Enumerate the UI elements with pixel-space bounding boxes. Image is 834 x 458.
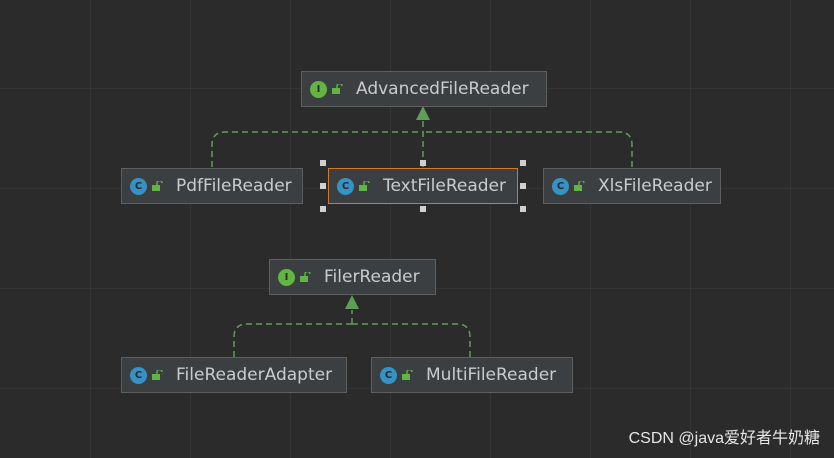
resize-handle-top-right[interactable] (520, 160, 526, 166)
edge-multi-to-filer (352, 323, 471, 357)
lock-icon (152, 181, 163, 191)
edge-adapter-to-filer (233, 323, 352, 357)
class-icon: C (337, 177, 354, 195)
resize-handle-top-left[interactable] (320, 160, 326, 166)
node-label: FilerReader (324, 267, 420, 287)
lock-icon (300, 272, 311, 282)
resize-handle-left[interactable] (320, 183, 326, 189)
resize-handle-right[interactable] (520, 183, 526, 189)
interface-icon: I (310, 80, 327, 98)
node-pdf-file-reader[interactable]: C PdfFileReader (121, 168, 303, 204)
lock-icon (152, 370, 163, 380)
node-label: TextFileReader (383, 176, 506, 196)
resize-handle-bottom-right[interactable] (520, 206, 526, 212)
edge-xls-to-advanced (423, 131, 633, 167)
lock-icon (332, 84, 343, 94)
edge-pdf-to-advanced (211, 131, 423, 167)
class-icon: C (130, 366, 147, 384)
node-label: FileReaderAdapter (176, 365, 333, 385)
node-filer-reader[interactable]: I FilerReader (269, 259, 436, 295)
arrowhead-advanced (416, 106, 430, 120)
class-icon: C (130, 177, 147, 195)
resize-handle-bottom[interactable] (420, 206, 426, 212)
node-file-reader-adapter[interactable]: C FileReaderAdapter (121, 357, 347, 393)
class-icon: C (552, 177, 569, 195)
lock-icon (402, 370, 413, 380)
node-label: MultiFileReader (426, 365, 557, 385)
node-multi-file-reader[interactable]: C MultiFileReader (371, 357, 573, 393)
lock-icon (574, 181, 585, 191)
resize-handle-top[interactable] (420, 160, 426, 166)
arrowhead-filer (345, 295, 359, 309)
lock-icon (359, 181, 370, 191)
watermark: CSDN @java爱好者牛奶糖 (628, 430, 820, 447)
node-xls-file-reader[interactable]: C XlsFileReader (543, 168, 721, 204)
interface-icon: I (278, 268, 295, 286)
node-label: PdfFileReader (176, 176, 292, 196)
node-advanced-file-reader[interactable]: I AdvancedFileReader (301, 71, 547, 107)
class-icon: C (380, 366, 397, 384)
node-label: AdvancedFileReader (356, 79, 529, 99)
node-text-file-reader[interactable]: C TextFileReader (328, 168, 518, 204)
resize-handle-bottom-left[interactable] (320, 206, 326, 212)
node-label: XlsFileReader (598, 176, 712, 196)
